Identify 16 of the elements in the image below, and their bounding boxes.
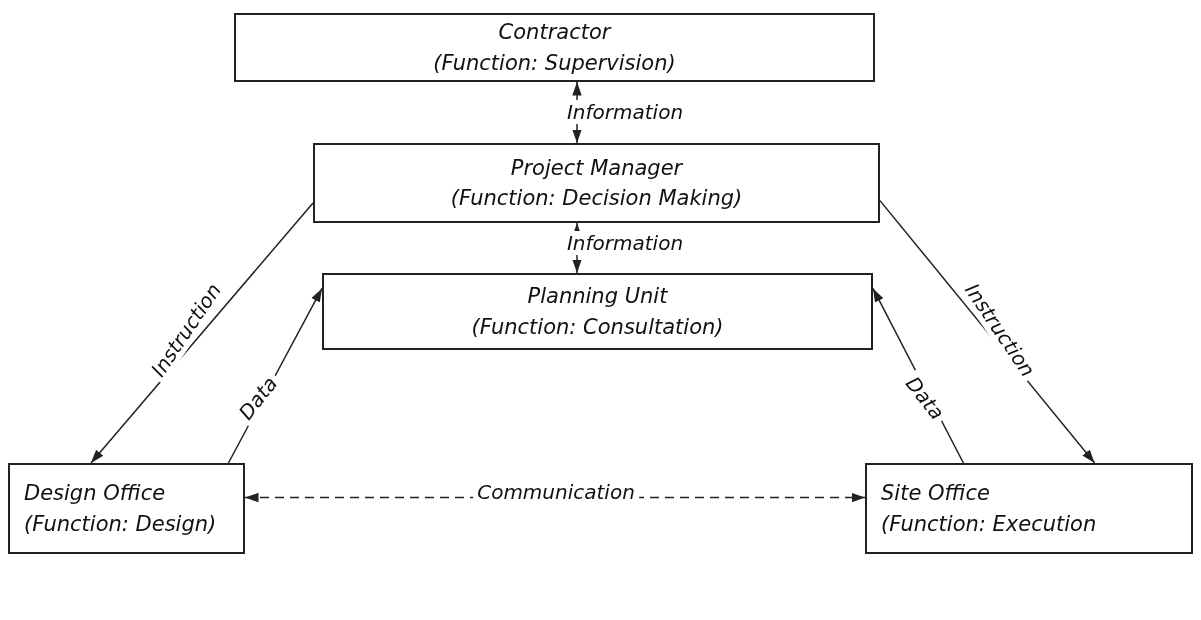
box-function-text: (Function: Decision Making) — [450, 185, 743, 212]
box-title: Site Office — [881, 480, 990, 508]
process-box — [865, 463, 1193, 554]
box-function-text: (Function: Supervision) — [433, 49, 676, 77]
box-title: Contractor — [498, 19, 611, 47]
box-function-text: (Function: Design) — [24, 510, 217, 538]
box-title: Project Manager — [510, 154, 683, 182]
box-function-text: (Function: Execution — [881, 510, 1097, 538]
box-title: Design Office — [24, 480, 166, 508]
process-box — [313, 143, 880, 223]
box-title: Planning Unit — [527, 283, 668, 311]
process-box — [322, 273, 873, 350]
box-function-text: (Function: Consultation) — [471, 313, 724, 341]
process-box — [8, 463, 245, 554]
arrow — [90, 202, 314, 464]
process-box — [234, 13, 875, 82]
